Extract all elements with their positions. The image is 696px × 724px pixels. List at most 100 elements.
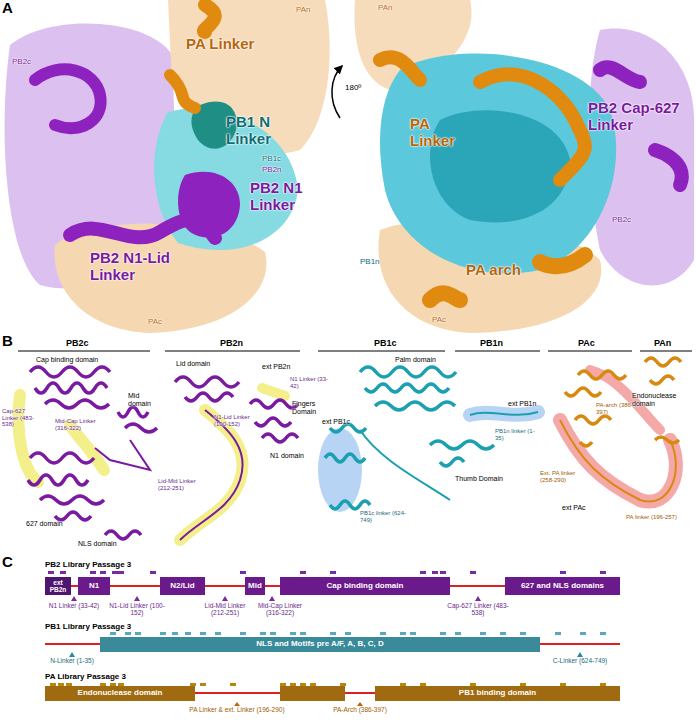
annotation: Mid-Cap Linker (316-322) bbox=[55, 418, 101, 431]
mutation-dash bbox=[480, 632, 486, 635]
linker-marker bbox=[69, 652, 583, 657]
mutation-dash bbox=[100, 571, 106, 574]
surface-left bbox=[170, 75, 195, 108]
surface-left bbox=[204, 5, 215, 32]
annotation: Lid-Mid Linker (212-251) bbox=[198, 602, 252, 617]
surface-right bbox=[380, 54, 616, 274]
annotation: Mid-Cap Linker (316-322) bbox=[254, 602, 306, 617]
annotation: PAc bbox=[432, 316, 446, 325]
annotation: C-Linker (624-749) bbox=[548, 657, 612, 664]
mutation-dash bbox=[600, 632, 606, 635]
ribbon-pb2 bbox=[35, 383, 107, 393]
annotation: Lid domain bbox=[176, 360, 210, 368]
surface-left bbox=[70, 220, 215, 238]
annotation: Cap-627 Linker (483-538) bbox=[2, 408, 36, 428]
mutation-dash bbox=[280, 683, 286, 686]
annotation: N1-Lid Linker (100-152) bbox=[108, 602, 166, 617]
structure-label: PB2 N1-Lid Linker bbox=[90, 250, 214, 284]
domain-name: Mid bbox=[248, 582, 262, 591]
domain-bar: N1 bbox=[78, 577, 110, 595]
mutation-dash bbox=[500, 632, 506, 635]
mutation-dash bbox=[290, 632, 296, 635]
ribbon-pb2 bbox=[185, 393, 233, 401]
annotation: Palm domain bbox=[395, 356, 436, 364]
mutation-dash bbox=[345, 632, 351, 635]
ribbon-pa bbox=[575, 416, 611, 424]
annotation: N1 domain bbox=[270, 452, 304, 460]
annotation: PA-Arch (386-397) bbox=[328, 706, 392, 713]
annotation: N1 Linker (33-42) bbox=[48, 602, 100, 609]
annotation: Mid domain bbox=[128, 392, 158, 408]
mutation-dash bbox=[310, 683, 316, 686]
ribbon-pb2 bbox=[55, 512, 91, 520]
ribbon-pb2 bbox=[255, 418, 291, 426]
annotation: ext PB1n bbox=[508, 400, 536, 408]
annotation: N1 Linker (33-42) bbox=[290, 376, 328, 389]
annotation: PB2n bbox=[262, 166, 282, 175]
mutation-dash bbox=[400, 632, 406, 635]
annotation: PB1c bbox=[374, 338, 397, 348]
panel-b-rules bbox=[455, 351, 540, 352]
annotation: 627 domain bbox=[26, 520, 63, 528]
linker-highlight bbox=[470, 412, 538, 415]
ribbon-pb2 bbox=[105, 531, 141, 539]
panel-b-rules bbox=[640, 351, 692, 352]
rotation-arrow bbox=[332, 66, 342, 118]
backbone-line bbox=[45, 586, 620, 693]
annotation: PA Linker & ext. Linker (196-290) bbox=[180, 706, 294, 713]
structure-label: PB2 Cap-627 Linker bbox=[588, 100, 692, 134]
panel-b-rules bbox=[18, 351, 692, 352]
mutation-dash bbox=[440, 632, 446, 635]
annotation: Cap binding domain bbox=[36, 356, 98, 364]
structure-label: PB2 N1 Linker bbox=[250, 180, 320, 214]
annotation: PA linker (196-257) bbox=[626, 514, 680, 521]
structure-label: PB1 N Linker bbox=[226, 114, 290, 148]
mutation-dash bbox=[110, 632, 116, 635]
linker-highlight bbox=[318, 428, 362, 512]
mutation-dash bbox=[48, 571, 54, 574]
annotation: PAn bbox=[296, 6, 311, 15]
mutation-dash bbox=[290, 683, 296, 686]
panel-b-rules bbox=[18, 351, 150, 352]
domain-block bbox=[280, 686, 345, 701]
annotation: PB2n bbox=[220, 338, 243, 348]
surface-right bbox=[430, 255, 585, 300]
annotation: PB2c bbox=[12, 58, 31, 67]
mutation-dash bbox=[150, 571, 156, 574]
mutation-dash bbox=[555, 632, 561, 635]
mutation-dash bbox=[560, 571, 566, 574]
linker-highlight bbox=[262, 388, 285, 396]
domain-name: N1 bbox=[89, 582, 99, 591]
domain-bar: Endonuclease domain bbox=[45, 686, 195, 701]
domain-bar: NLS and Motifs pre A/F, A, B, C, D bbox=[100, 637, 540, 652]
mutation-dash bbox=[240, 632, 246, 635]
mutation-dash bbox=[330, 571, 336, 574]
mutation-dash bbox=[215, 632, 221, 635]
mutation-dash bbox=[300, 632, 306, 635]
domain-name: N2/Lid bbox=[170, 582, 194, 591]
domain-name: Cap binding domain bbox=[327, 582, 404, 591]
ribbon-pa bbox=[565, 388, 601, 396]
structure-label: PA Linker bbox=[186, 36, 254, 53]
panel-letter: C bbox=[2, 554, 13, 571]
ribbon-pa bbox=[560, 420, 676, 502]
mutation-dash bbox=[240, 571, 246, 574]
mutation-dash bbox=[135, 632, 141, 635]
domain-name: Endonuclease domain bbox=[78, 689, 163, 698]
mutation-dash bbox=[420, 571, 426, 574]
annotation: Ext. PA linker (258-290) bbox=[540, 470, 586, 483]
mutation-dash bbox=[260, 632, 266, 635]
annotation: 180º bbox=[345, 84, 361, 93]
surface-right bbox=[430, 110, 570, 222]
ribbon-pa bbox=[645, 358, 681, 366]
mutation-dash bbox=[455, 632, 461, 635]
rotation-arrow bbox=[332, 66, 342, 118]
domain-bar: ext PB2n bbox=[45, 577, 71, 595]
ribbon-pb1 bbox=[365, 384, 449, 392]
ribbon-pb1 bbox=[375, 402, 455, 410]
annotation: PAc bbox=[148, 318, 162, 327]
mutation-dash bbox=[520, 632, 526, 635]
annotation: PB1n bbox=[480, 338, 503, 348]
annotation: PAn bbox=[378, 4, 393, 13]
ribbon-pb1 bbox=[360, 430, 450, 500]
